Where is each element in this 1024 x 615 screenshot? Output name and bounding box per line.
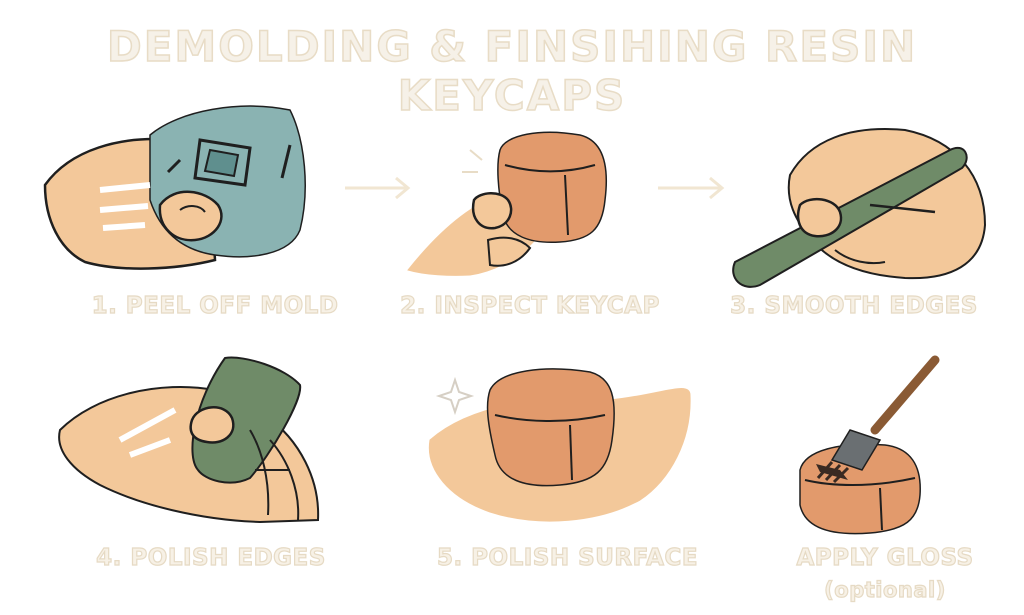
step-6-sublabel: (optional)	[824, 577, 946, 602]
arrow-right-icon	[345, 176, 411, 200]
step-6-illustration	[799, 355, 940, 535]
sparkle-icon	[435, 376, 475, 416]
step-2-label: 2. INSPECT KEYCAP	[400, 292, 660, 319]
step-3-label: 3. SMOOTH EDGES	[730, 292, 978, 319]
step-1-label: 1. PEEL OFF MOLD	[91, 292, 339, 319]
step-5-illustration	[428, 368, 691, 522]
arrow-right-icon	[658, 176, 725, 200]
page-title: DEMOLDING & FINSIHING RESIN KEYCAPS	[106, 21, 918, 121]
step-6-label: APPLY GLOSS	[796, 544, 974, 571]
step-5-label: 5. POLISH SURFACE	[436, 544, 699, 571]
step-1-illustration	[43, 105, 306, 270]
step-4-illustration	[58, 356, 320, 524]
step-2-illustration	[407, 131, 607, 276]
step-4-label: 4. POLISH EDGES	[96, 544, 326, 571]
step-3-illustration	[732, 128, 987, 288]
